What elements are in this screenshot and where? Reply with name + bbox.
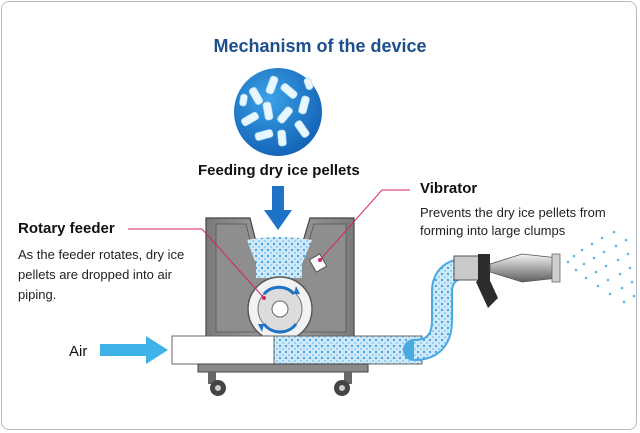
rotary-feeder-title: Rotary feeder — [18, 220, 115, 237]
spray — [566, 230, 636, 304]
rotary-feeder-description: As the feeder rotates, dry ice pellets a… — [18, 247, 185, 302]
vibrator-unit — [308, 253, 328, 273]
vibrator-leader-line — [319, 189, 410, 261]
diagram-title: Mechanism of the device — [213, 36, 427, 56]
vibrator-title: Vibrator — [420, 180, 478, 197]
feeding-label: Feeding dry ice pellets — [198, 162, 360, 179]
vibrator-description: Prevents the dry ice pellets from formin… — [420, 205, 606, 238]
air-arrow-icon — [100, 336, 168, 364]
blast-gun — [453, 253, 561, 308]
feed-arrow-icon — [264, 186, 292, 230]
rotary-feeder-leader-line — [128, 228, 265, 299]
dry-ice-pellets-icon — [234, 68, 322, 156]
cart — [197, 363, 369, 396]
air-pipe — [171, 335, 423, 365]
rotary-feeder-wheel — [247, 276, 313, 342]
air-label: Air — [69, 343, 88, 360]
